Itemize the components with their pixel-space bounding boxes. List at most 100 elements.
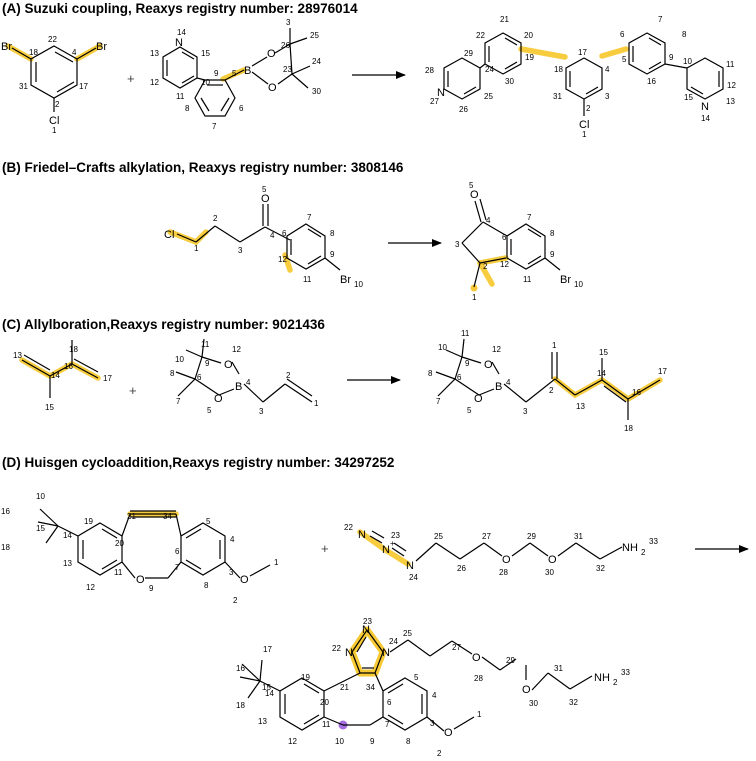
atom-number: 20 [115, 539, 124, 548]
atom-number: 11 [726, 60, 735, 69]
atom-number: 7 [212, 122, 217, 131]
atom-number: 6 [175, 547, 180, 556]
atom-number: 5 [469, 181, 474, 190]
atom-number: 21 [340, 683, 349, 692]
atom-number: 22 [344, 523, 353, 532]
atom-o-methoxy: O [240, 574, 249, 586]
atom-number: 25 [310, 31, 319, 40]
atom-number: 22 [332, 644, 341, 653]
atom-number: 13 [726, 97, 735, 106]
atom-number: 20 [320, 698, 329, 707]
atom-cl: Cl [579, 119, 589, 131]
atom-number: 9 [330, 250, 335, 259]
atom-number: 12 [278, 255, 287, 264]
atom-number: 24 [409, 573, 418, 582]
atom-number: 8 [204, 581, 209, 590]
atom-number: 3 [430, 719, 435, 728]
atom-number: 10 [683, 57, 692, 66]
atom-number: 14 [177, 28, 186, 37]
atom-o: O [470, 189, 479, 201]
pyridine-ring [162, 46, 198, 89]
atom-cl: Cl [49, 115, 59, 127]
atom-number: 9 [214, 69, 219, 78]
highlight-methyl-carbon [470, 284, 478, 292]
atom-number: 10 [175, 355, 184, 364]
atom-number: 23 [363, 617, 372, 626]
highlight-ortho-c [282, 252, 293, 273]
section-c-title: (C) Allylboration,Reaxys registry number… [2, 317, 325, 332]
atom-o-ring: O [136, 574, 145, 586]
atom-number: 2 [483, 262, 488, 271]
atom-number: 9 [550, 250, 555, 259]
atom-n-23: N [362, 624, 370, 636]
atom-number: 6 [239, 104, 244, 113]
triazole-ring [351, 628, 384, 674]
atom-number: 13 [13, 351, 22, 360]
atom-number: 6 [282, 229, 287, 238]
atom-number: 17 [263, 645, 272, 654]
atom-number: 18 [29, 48, 38, 57]
atom-br: Br [560, 274, 571, 286]
atom-o-2: O [548, 554, 557, 566]
atom-number: 4 [246, 378, 251, 387]
atom-number: 23 [283, 65, 292, 74]
atom-o-bottom: O [214, 393, 223, 405]
atom-number: 3 [229, 568, 234, 577]
atom-number: 1 [582, 130, 587, 139]
reactant-dibenzocyclooctyne: O O 10 16 15 18 19 21 34 5 14 20 6 4 13 … [1, 492, 279, 605]
atom-number: 11 [176, 92, 185, 101]
atom-number: 4 [230, 535, 235, 544]
atom-number: 28 [425, 66, 434, 75]
atom-number: 31 [554, 664, 563, 673]
atom-number: 18 [554, 65, 563, 74]
atom-number: 10 [36, 492, 45, 501]
atom-number: 12 [500, 260, 509, 269]
atom-number: 32 [569, 698, 578, 707]
atom-number: 4 [432, 691, 437, 700]
atom-number: 31 [19, 82, 28, 91]
atom-number: 5 [467, 406, 472, 415]
atom-number: 27 [430, 97, 439, 106]
atom-number: 3 [455, 240, 460, 249]
atom-number: 29 [464, 49, 473, 58]
atom-number: 13 [258, 717, 267, 726]
atom-number: 34 [366, 683, 375, 692]
atom-n-left: N [437, 87, 445, 99]
atom-number: 2 [213, 214, 218, 223]
atom-number: 17 [103, 374, 112, 383]
atom-number: 12 [150, 78, 159, 87]
atom-number: 4 [486, 216, 491, 225]
atom-number: 2 [586, 104, 591, 113]
atom-number: 1 [314, 399, 319, 408]
atom-number: 24 [485, 65, 494, 74]
atom-number: 3 [238, 246, 243, 255]
atom-number: 10 [201, 78, 210, 87]
atom-n-central: N [382, 544, 390, 556]
left-benzene-ring [279, 677, 325, 731]
atom-number: 29 [506, 656, 515, 665]
atom-number: 27 [452, 643, 461, 652]
reactant-azido-polyether-amine: N N + N O O NH 2 33 22 23 25 27 29 31 24… [344, 523, 658, 582]
atom-number: 11 [201, 340, 210, 349]
atom-number: 12 [288, 737, 297, 746]
atom-number: 8 [428, 369, 433, 378]
atom-number: 7 [176, 397, 181, 406]
atom-number: 23 [391, 531, 400, 540]
atom-number: 14 [597, 369, 606, 378]
atom-number: 8 [550, 229, 555, 238]
atom-number: 2 [286, 371, 291, 380]
atom-number: 7 [175, 563, 180, 572]
atom-number: 12 [86, 583, 95, 592]
atom-number: 6 [502, 233, 507, 242]
atom-number: 25 [484, 92, 493, 101]
atom-o-30: O [522, 684, 531, 696]
atom-number: 7 [307, 213, 312, 222]
atom-o-28: O [472, 652, 481, 664]
charge-plus: + [390, 539, 395, 548]
atom-number: 16 [647, 77, 656, 86]
atom-number: 7 [658, 15, 663, 24]
atom-o: O [261, 193, 270, 205]
atom-number: 15 [45, 403, 54, 412]
atom-number: 26 [459, 105, 468, 114]
